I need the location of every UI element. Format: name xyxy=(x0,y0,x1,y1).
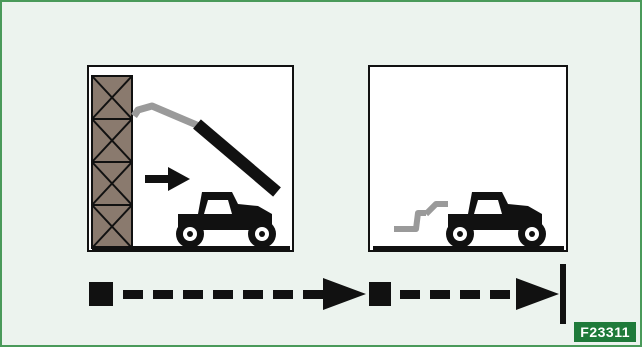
start-marker-icon xyxy=(89,282,113,306)
arrowhead-icon xyxy=(323,278,366,310)
end-bar-icon xyxy=(560,264,566,324)
arrowhead-icon xyxy=(516,278,559,310)
start-marker-icon xyxy=(369,282,391,306)
crate-stack-icon xyxy=(92,76,132,248)
dashed-line-icon xyxy=(123,290,323,299)
dashed-line-icon xyxy=(400,290,510,299)
step-2-panel xyxy=(369,66,567,251)
figure-code-badge: F23311 xyxy=(574,322,636,342)
timeline xyxy=(89,264,566,324)
step-1-panel xyxy=(88,66,293,251)
